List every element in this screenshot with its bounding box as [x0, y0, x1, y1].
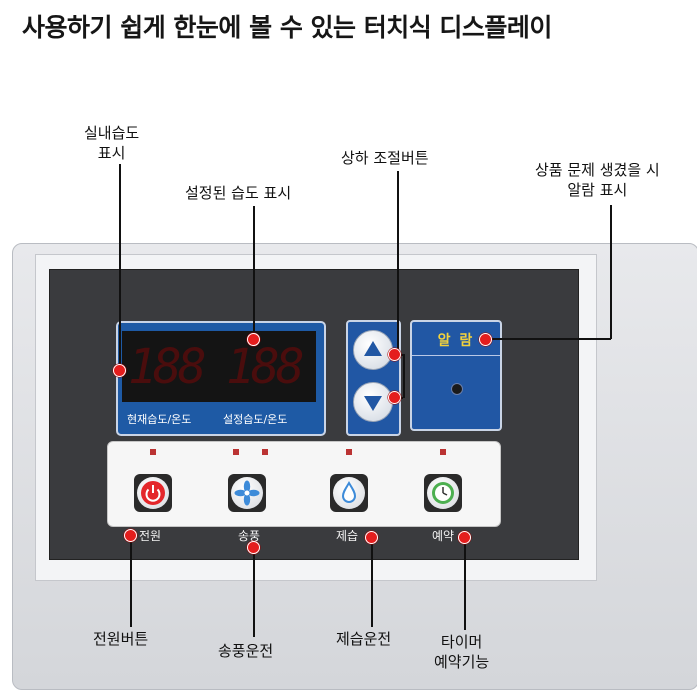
- leader-fan: [253, 547, 255, 637]
- current-humidity-label: 현재습도/온도: [127, 413, 192, 426]
- callout-set-humidity: 설정된 습도 표시: [185, 184, 292, 202]
- power-button[interactable]: [134, 474, 172, 512]
- up-button[interactable]: [353, 330, 393, 370]
- leader-alarm-vertical: [610, 205, 612, 339]
- fan-button[interactable]: [228, 474, 266, 512]
- alarm-indicator-light: [451, 383, 463, 395]
- leader-alarm-horizontal: [489, 338, 611, 340]
- callout-power: 전원버튼: [93, 630, 149, 648]
- clock-icon: [432, 482, 454, 504]
- leader-set-humidity: [253, 206, 255, 339]
- power-icon: [141, 481, 165, 505]
- function-button-panel: [107, 441, 501, 527]
- alarm-panel: 알 람: [410, 320, 502, 431]
- callout-timer: 타이머 예약기능: [434, 633, 490, 671]
- dehumid-button[interactable]: [330, 474, 368, 512]
- leader-dehumid: [371, 537, 373, 627]
- leader-updown-bracket: [403, 354, 405, 398]
- callout-updown: 상하 조절버튼: [341, 149, 429, 167]
- marker-up: [388, 348, 401, 361]
- marker-alarm: [479, 333, 492, 346]
- callout-alarm: 상품 문제 생겼을 시 알람 표시: [535, 161, 660, 199]
- triangle-down-icon: [364, 396, 382, 411]
- dehumid-indicator-led: [346, 449, 352, 455]
- fan-indicator-led-1: [233, 449, 239, 455]
- marker-indoor-humidity: [113, 364, 126, 377]
- current-humidity-digits: 188: [128, 339, 207, 395]
- callout-indoor-humidity: 실내습도 표시: [84, 124, 140, 162]
- marker-timer: [458, 531, 471, 544]
- marker-set-humidity: [247, 333, 260, 346]
- set-humidity-label: 설정습도/온도: [223, 413, 288, 426]
- marker-power: [124, 529, 137, 542]
- dehumid-button-label: 제습: [336, 529, 359, 543]
- marker-down: [388, 391, 401, 404]
- alarm-label: 알 람: [437, 333, 475, 349]
- leader-indoor-humidity: [119, 164, 121, 370]
- alarm-divider: [412, 355, 500, 356]
- segment-display: 188 188: [122, 331, 316, 402]
- fan-indicator-led-2: [262, 449, 268, 455]
- adjust-button-panel: [346, 320, 401, 436]
- leader-power: [130, 535, 132, 627]
- timer-indicator-led: [440, 449, 446, 455]
- fan-icon: [234, 480, 260, 506]
- timer-button-label: 예약: [432, 529, 455, 543]
- leader-timer: [464, 537, 466, 630]
- power-button-label: 전원: [139, 529, 162, 543]
- down-button[interactable]: [353, 382, 393, 422]
- leader-updown: [397, 171, 399, 356]
- power-indicator-led: [150, 449, 156, 455]
- callout-fan: 송풍운전: [218, 642, 274, 660]
- marker-fan: [247, 541, 260, 554]
- triangle-up-icon: [364, 341, 382, 356]
- water-drop-icon: [341, 481, 357, 503]
- set-humidity-digits: 188: [226, 339, 305, 395]
- timer-button[interactable]: [424, 474, 462, 512]
- callout-dehumid: 제습운전: [336, 630, 392, 648]
- fan-button-label: 송풍: [238, 529, 261, 543]
- headline: 사용하기 쉽게 한눈에 볼 수 있는 터치식 디스플레이: [22, 13, 552, 42]
- marker-dehumid: [365, 531, 378, 544]
